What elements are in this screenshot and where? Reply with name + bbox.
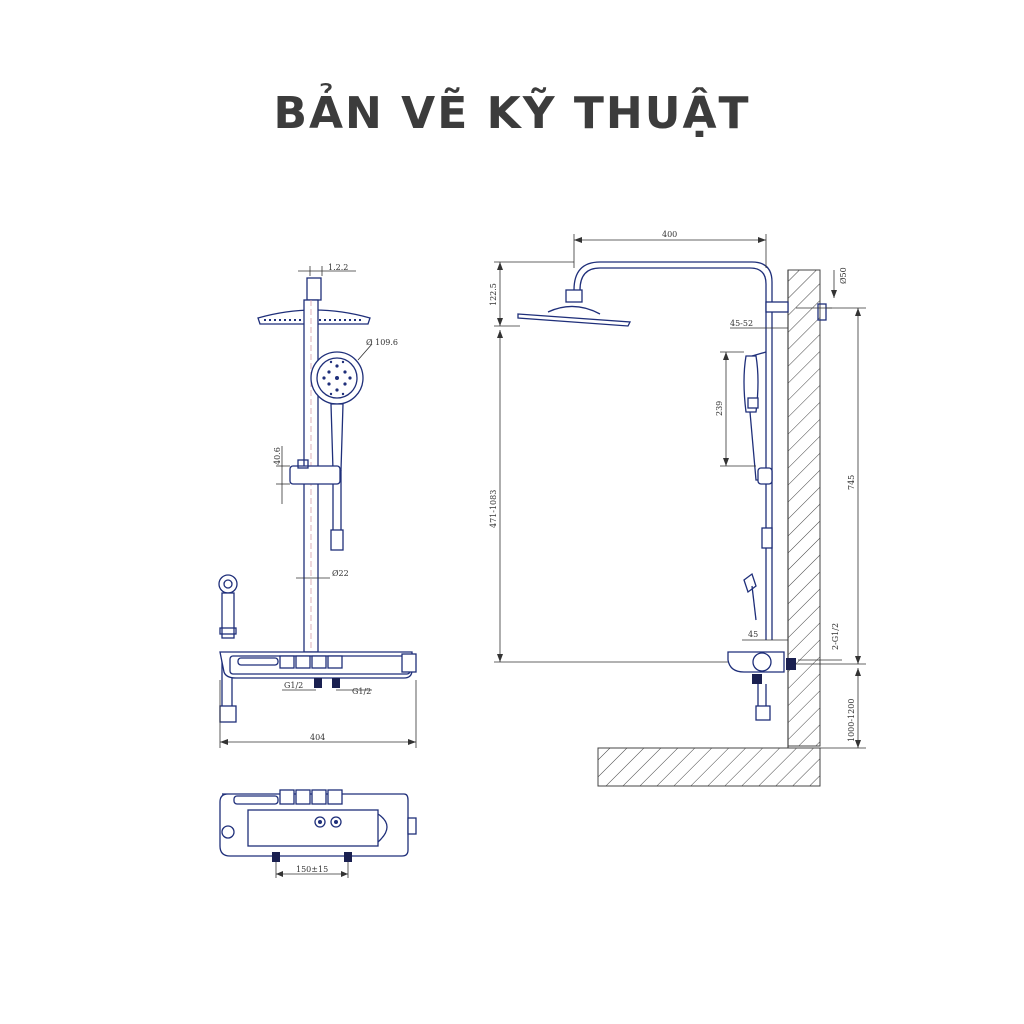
- side-holder: [757, 467, 773, 485]
- dim-hand-shower-dia: Ø 109.6: [366, 338, 398, 347]
- top-wall-bracket: [765, 301, 789, 313]
- head-connector: [565, 289, 583, 303]
- dim-outlet-left: G1/2: [284, 681, 303, 690]
- control-button-3: [311, 655, 327, 669]
- bottom-outlet: [752, 674, 762, 684]
- shower-arm: [573, 261, 773, 640]
- bidet-spray-head: [218, 574, 238, 594]
- dim-top-pipe: 1.2.2: [328, 263, 348, 272]
- dim-wall-offset-top: 45-52: [730, 319, 753, 328]
- dim-mount-height: 745: [847, 475, 856, 490]
- front-view: 1.2.2 Ø 109.6: [218, 263, 417, 748]
- hand-shower-handle: [330, 403, 344, 471]
- side-bidet-head: [743, 572, 757, 594]
- hand-shower-holder: [289, 465, 341, 485]
- dim-head-drop: 122.5: [489, 283, 498, 306]
- dim-holder-height: 40.6: [273, 447, 282, 465]
- inlet-left: [314, 678, 322, 688]
- dim-wall-offset-bottom: 45: [748, 630, 758, 639]
- side-bottom-connector: [755, 705, 771, 721]
- bottom-view: 150±15: [219, 789, 417, 878]
- bottom-button-3: [311, 789, 327, 805]
- dim-pipe-dia: Ø22: [332, 569, 349, 578]
- page-title: BẢN VẼ KỸ THUẬT: [273, 88, 751, 139]
- bottom-inlet-left: [272, 852, 280, 862]
- wall-inlet: [786, 658, 796, 670]
- bidet-hose-connector: [219, 705, 237, 723]
- side-hose-end: [761, 527, 773, 549]
- shower-arm-joint: [306, 277, 322, 301]
- dim-total-width: 404: [310, 733, 325, 742]
- floor-section: [597, 747, 821, 787]
- wall-section: [787, 269, 821, 747]
- bottom-port: [221, 825, 235, 839]
- control-button-4: [327, 655, 343, 669]
- dim-inlet-spacing: 150±15: [296, 865, 328, 874]
- bidet-spray-handle: [221, 592, 235, 639]
- side-view: 400 122.5 471-1083 45-52 239: [489, 230, 866, 787]
- bottom-button-4: [327, 789, 343, 805]
- end-cap: [401, 653, 417, 673]
- bottom-button-2: [295, 789, 311, 805]
- dim-floor-height: 1000-1200: [847, 699, 856, 742]
- dim-inlet-thread: 2-G1/2: [831, 623, 840, 650]
- bottom-inlet-right: [344, 852, 352, 862]
- side-rain-head: [517, 313, 632, 327]
- dim-outlet-right: G1/2: [352, 687, 371, 696]
- side-valve: [752, 652, 772, 672]
- dim-hand-shower-length: 239: [715, 401, 724, 416]
- inlet-right: [332, 678, 340, 688]
- dim-bracket-dia: Ø50: [839, 267, 848, 284]
- control-button-1: [279, 655, 295, 669]
- dim-height-range: 471-1083: [489, 490, 498, 528]
- bottom-button-1: [279, 789, 295, 805]
- dim-arm-length: 400: [662, 230, 677, 239]
- control-button-2: [295, 655, 311, 669]
- hose-connector: [330, 529, 344, 551]
